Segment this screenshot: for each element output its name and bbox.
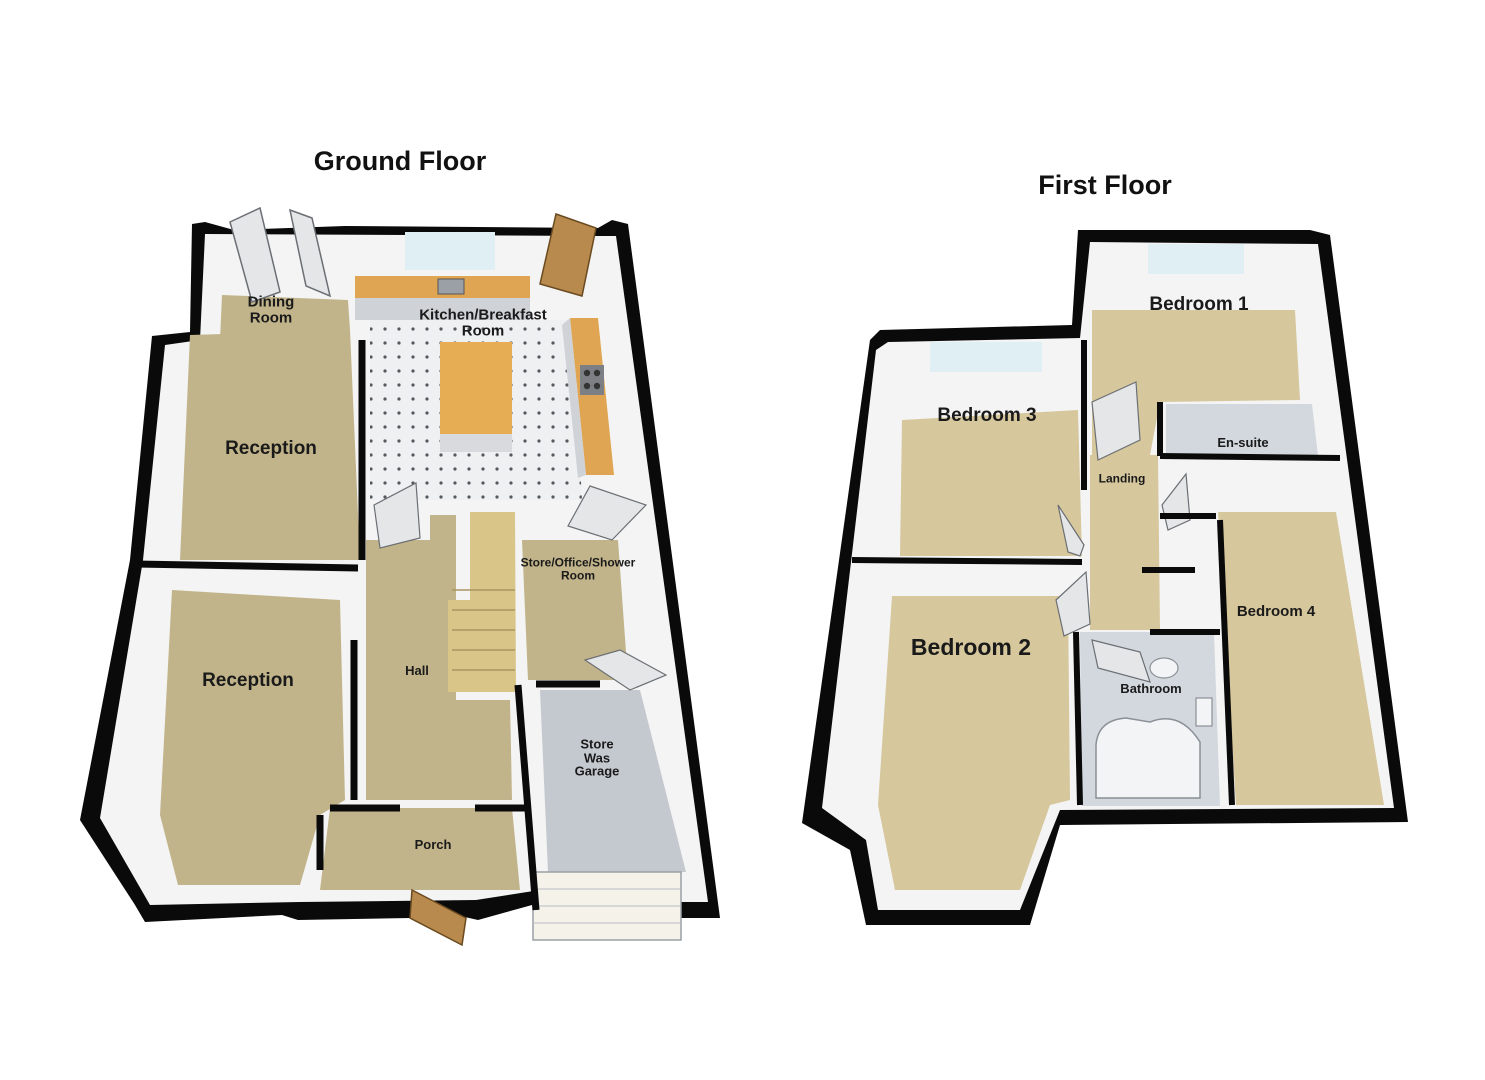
ensuite-label: En-suite (1217, 435, 1269, 451)
store-office-floor (522, 540, 628, 680)
bedroom2-door (1055, 570, 1091, 637)
bedroom1-floor (1092, 310, 1300, 460)
store-office-label: Store/Office/Shower Room (520, 555, 636, 582)
french-door-right (288, 208, 332, 298)
bedroom1-window (1148, 244, 1244, 274)
store-garage-label: Store Was Garage (574, 736, 620, 779)
bathroom-door (1091, 639, 1151, 683)
garage-floor (540, 690, 686, 872)
first-floor-partitions (851, 340, 1341, 806)
first-floor-title: First Floor (1038, 170, 1172, 200)
landing-floor (1090, 455, 1160, 630)
kitchen-island (440, 342, 512, 434)
back-door (539, 213, 597, 297)
bedroom3-door (1057, 504, 1085, 557)
staircase (448, 512, 516, 692)
bedroom4-label: Bedroom 4 (1236, 603, 1316, 621)
ground-floor-partitions (135, 340, 600, 911)
dining-room-label: Dining Room (247, 293, 295, 326)
porch-label: Porch (414, 837, 452, 853)
bedroom2-floor (878, 596, 1070, 890)
first-floor-plan (802, 230, 1408, 925)
bedroom3-label: Bedroom 3 (937, 405, 1037, 427)
stair-treads (452, 589, 515, 671)
kitchen-window (405, 232, 495, 270)
ground-floor-plan (80, 206, 720, 947)
front-door (409, 888, 467, 947)
kitchen-door-right (567, 485, 648, 541)
landing-label: Landing (1098, 471, 1146, 486)
kitchen-hob (580, 365, 604, 395)
reception-front-label: Reception (202, 670, 294, 692)
kitchen-door-left (373, 482, 421, 549)
ensuite-floor (1166, 404, 1318, 456)
bathroom-label: Bathroom (1120, 681, 1182, 697)
bedroom1-label: Bedroom 1 (1149, 294, 1249, 316)
reception-back-floor (180, 330, 360, 560)
french-door-left (229, 206, 281, 303)
kitchen-worktop-right (570, 318, 614, 475)
bedroom4-floor (1218, 512, 1384, 805)
bedroom2-label: Bedroom 2 (910, 633, 1032, 660)
hall-label: Hall (405, 663, 429, 679)
toilet (1149, 657, 1179, 679)
bath-tub (1095, 717, 1201, 799)
kitchen-label: Kitchen/Breakfast Room (419, 306, 547, 339)
garage-internal-door (583, 649, 668, 691)
bedroom1-door (1091, 381, 1141, 461)
ground-floor-title: Ground Floor (313, 146, 487, 176)
hall-floor (366, 515, 512, 800)
dining-room-floor (220, 295, 350, 340)
basin (1195, 697, 1213, 727)
porch-floor (320, 808, 520, 890)
bedroom3-floor (900, 410, 1082, 556)
reception-back-label: Reception (225, 438, 317, 460)
bedroom3-window (930, 342, 1042, 372)
kitchen-sink (437, 278, 465, 295)
reception-front-floor (160, 590, 345, 885)
